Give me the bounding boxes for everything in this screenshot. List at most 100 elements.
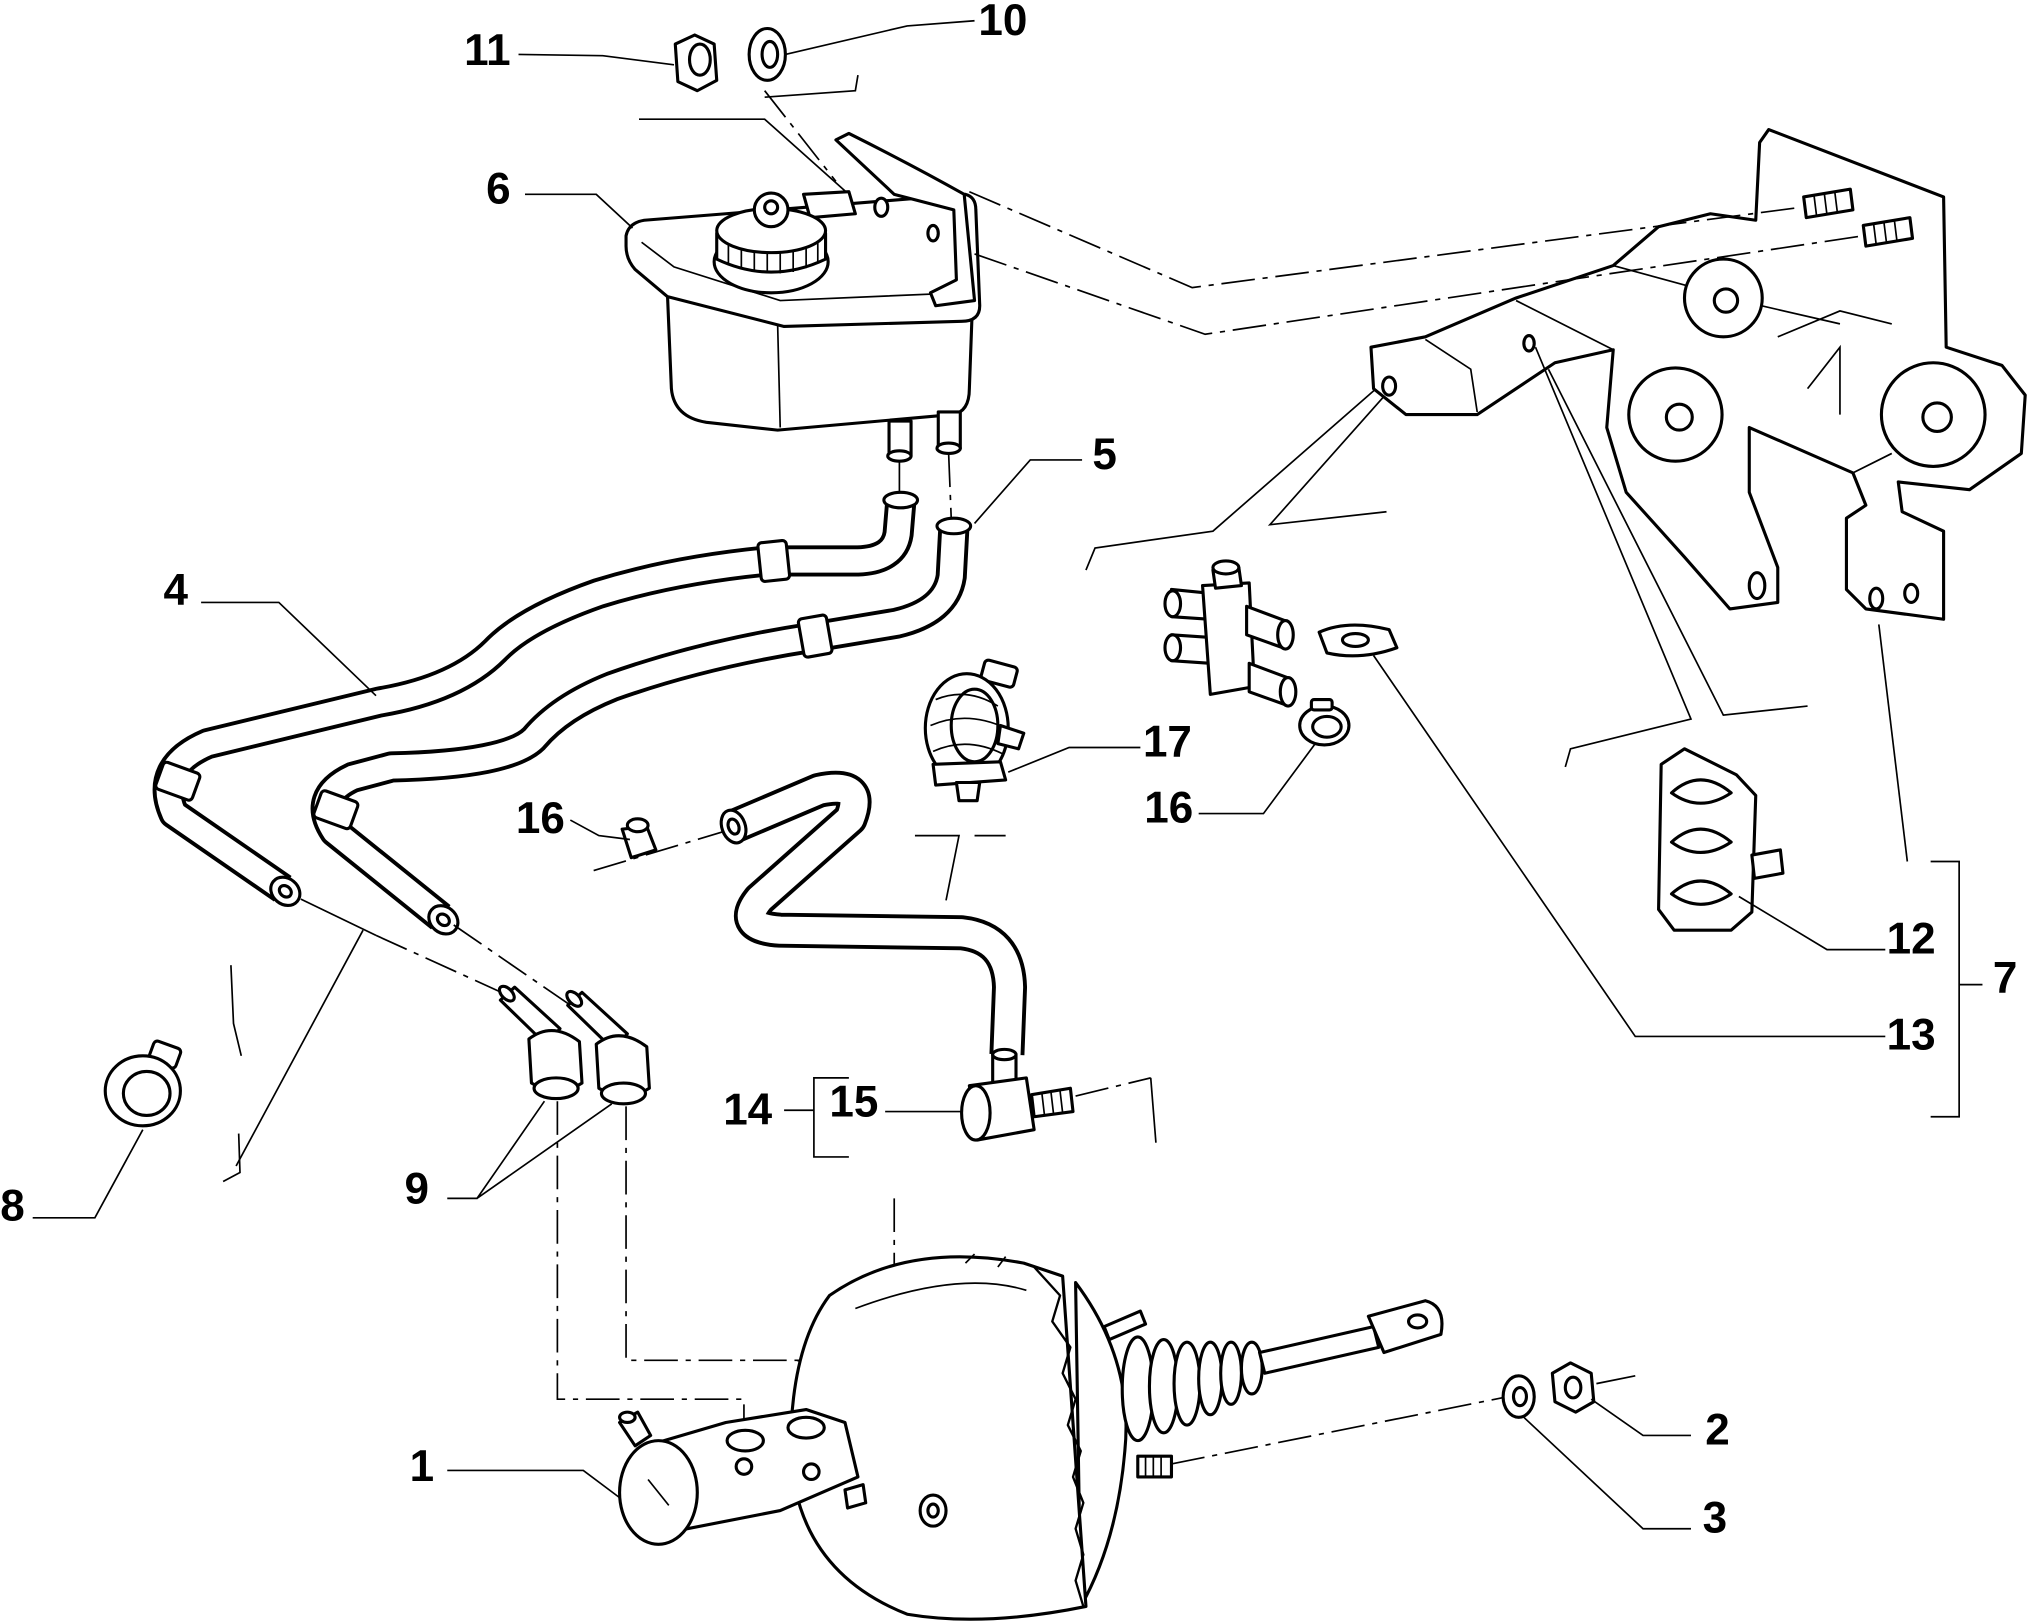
bracket-tab-hole bbox=[1903, 582, 1920, 604]
reservoir-corner-edge bbox=[776, 323, 782, 428]
leader-2 bbox=[1590, 1398, 1691, 1437]
clip-8 bbox=[103, 1039, 183, 1128]
reference-line bbox=[1085, 388, 1377, 571]
boot-fold bbox=[1239, 1340, 1264, 1396]
clamp-13 bbox=[1317, 623, 1399, 658]
connector-9-right bbox=[565, 989, 651, 1106]
end-cap-mark bbox=[647, 1478, 670, 1506]
reference-line bbox=[235, 929, 364, 1167]
pressure-switch-stub bbox=[843, 1483, 868, 1510]
clamp-12-stub bbox=[1750, 848, 1785, 880]
booster-face-edge bbox=[855, 1282, 1027, 1310]
axis-line bbox=[947, 453, 953, 519]
reservoir-body bbox=[665, 293, 974, 432]
bracket-rib bbox=[1777, 310, 1892, 415]
bracket-boss-hole bbox=[1921, 401, 1953, 433]
valve-top-knob bbox=[1211, 559, 1241, 576]
fitting-15-face bbox=[960, 1084, 992, 1142]
axis-line bbox=[1171, 1395, 1509, 1465]
booster-crimped-rim bbox=[1033, 1266, 1085, 1607]
fitting-15 bbox=[960, 1047, 1075, 1142]
clamp-17 bbox=[923, 658, 1026, 803]
bracket-7 bbox=[1369, 127, 2027, 621]
callout-10: 10 bbox=[978, 0, 1027, 45]
hose-fill bbox=[156, 501, 913, 899]
valve-nipple-end bbox=[1278, 676, 1298, 708]
callout-1: 1 bbox=[410, 1442, 435, 1491]
mount-plate-hole bbox=[926, 223, 940, 243]
valve-assembly bbox=[1163, 559, 1298, 708]
callout-7: 7 bbox=[1993, 953, 2018, 1002]
reference-line bbox=[1267, 395, 1387, 526]
axis-line bbox=[969, 190, 1802, 289]
fitting-15-thread-ridges bbox=[1041, 1090, 1064, 1116]
hose-fill bbox=[728, 774, 1024, 1056]
leader-3 bbox=[1523, 1416, 1691, 1530]
booster-boot bbox=[1120, 1335, 1264, 1443]
brake-booster bbox=[789, 1253, 1444, 1621]
bracket-tab-hole bbox=[1381, 375, 1398, 397]
bracket-14 bbox=[784, 1077, 849, 1158]
connector-9-left bbox=[497, 984, 584, 1101]
clamp-16-ring-bore bbox=[1311, 714, 1343, 739]
callout-14: 14 bbox=[723, 1086, 772, 1135]
callout-16-left: 16 bbox=[516, 794, 565, 843]
connector-collar bbox=[599, 1081, 648, 1106]
outlet-nipple-right-end bbox=[935, 441, 962, 455]
hose-bore bbox=[277, 884, 293, 899]
callout-12: 12 bbox=[1887, 915, 1936, 964]
reservoir-port bbox=[786, 1415, 826, 1440]
valve-nipple-end bbox=[1276, 619, 1295, 651]
leader-17 bbox=[1007, 746, 1141, 773]
hose-clamp bbox=[756, 538, 792, 583]
clamp-12-cradle bbox=[1669, 879, 1733, 906]
push-rod-clevis bbox=[1366, 1299, 1444, 1355]
callout-2: 2 bbox=[1705, 1406, 1730, 1455]
float-switch-tab bbox=[801, 190, 857, 220]
stud-thread bbox=[1813, 191, 1839, 217]
hose-4-lower bbox=[310, 516, 973, 936]
clamp-16-left bbox=[620, 817, 658, 860]
hose-end-sleeve bbox=[882, 490, 920, 510]
callout-3: 3 bbox=[1703, 1494, 1728, 1543]
hose-clamp bbox=[312, 789, 360, 831]
push-rod bbox=[1258, 1325, 1381, 1375]
washer-3-inner bbox=[1511, 1385, 1528, 1408]
leader-8 bbox=[32, 1129, 144, 1219]
callout-16-right: 16 bbox=[1144, 784, 1193, 833]
clamp-12-cradle bbox=[1669, 827, 1733, 854]
bracket-slot bbox=[1747, 571, 1767, 601]
hose-end-sleeve bbox=[935, 516, 973, 536]
reference-line bbox=[222, 1133, 241, 1183]
boot-fold bbox=[1219, 1340, 1243, 1406]
washer-3 bbox=[1501, 1374, 1536, 1419]
callout-11: 11 bbox=[464, 26, 511, 75]
clamp-17-stub bbox=[954, 780, 982, 803]
reservoir-mount-plate bbox=[834, 131, 977, 308]
outlet-port bbox=[801, 1462, 821, 1482]
booster-stud-lower bbox=[1136, 1454, 1174, 1479]
reference-line bbox=[1534, 346, 1693, 768]
axis-line bbox=[556, 1101, 745, 1433]
leader-5 bbox=[973, 459, 1083, 524]
clamp-16-right bbox=[1298, 698, 1351, 747]
callout-6: 6 bbox=[486, 164, 511, 213]
booster-rim-edge bbox=[964, 1253, 1007, 1268]
washer-10 bbox=[747, 26, 787, 82]
reservoir-port bbox=[725, 1428, 765, 1453]
leader-6 bbox=[524, 193, 634, 229]
bracket-7-callout bbox=[1930, 860, 1983, 1118]
callout-15: 15 bbox=[829, 1078, 878, 1127]
axis-line bbox=[453, 924, 579, 1012]
clamp-17-coils bbox=[930, 693, 1006, 755]
reference-line bbox=[639, 118, 850, 195]
leader-1 bbox=[447, 1469, 621, 1499]
hose-bore bbox=[435, 912, 451, 928]
clamp-17-top-clip bbox=[979, 658, 1019, 689]
clamp-12-cradle bbox=[1669, 778, 1733, 805]
bracket-boss-hole bbox=[1712, 287, 1740, 314]
callout-9: 9 bbox=[405, 1165, 430, 1214]
leader-4 bbox=[201, 601, 377, 697]
clamp-17-inner bbox=[949, 687, 1000, 764]
